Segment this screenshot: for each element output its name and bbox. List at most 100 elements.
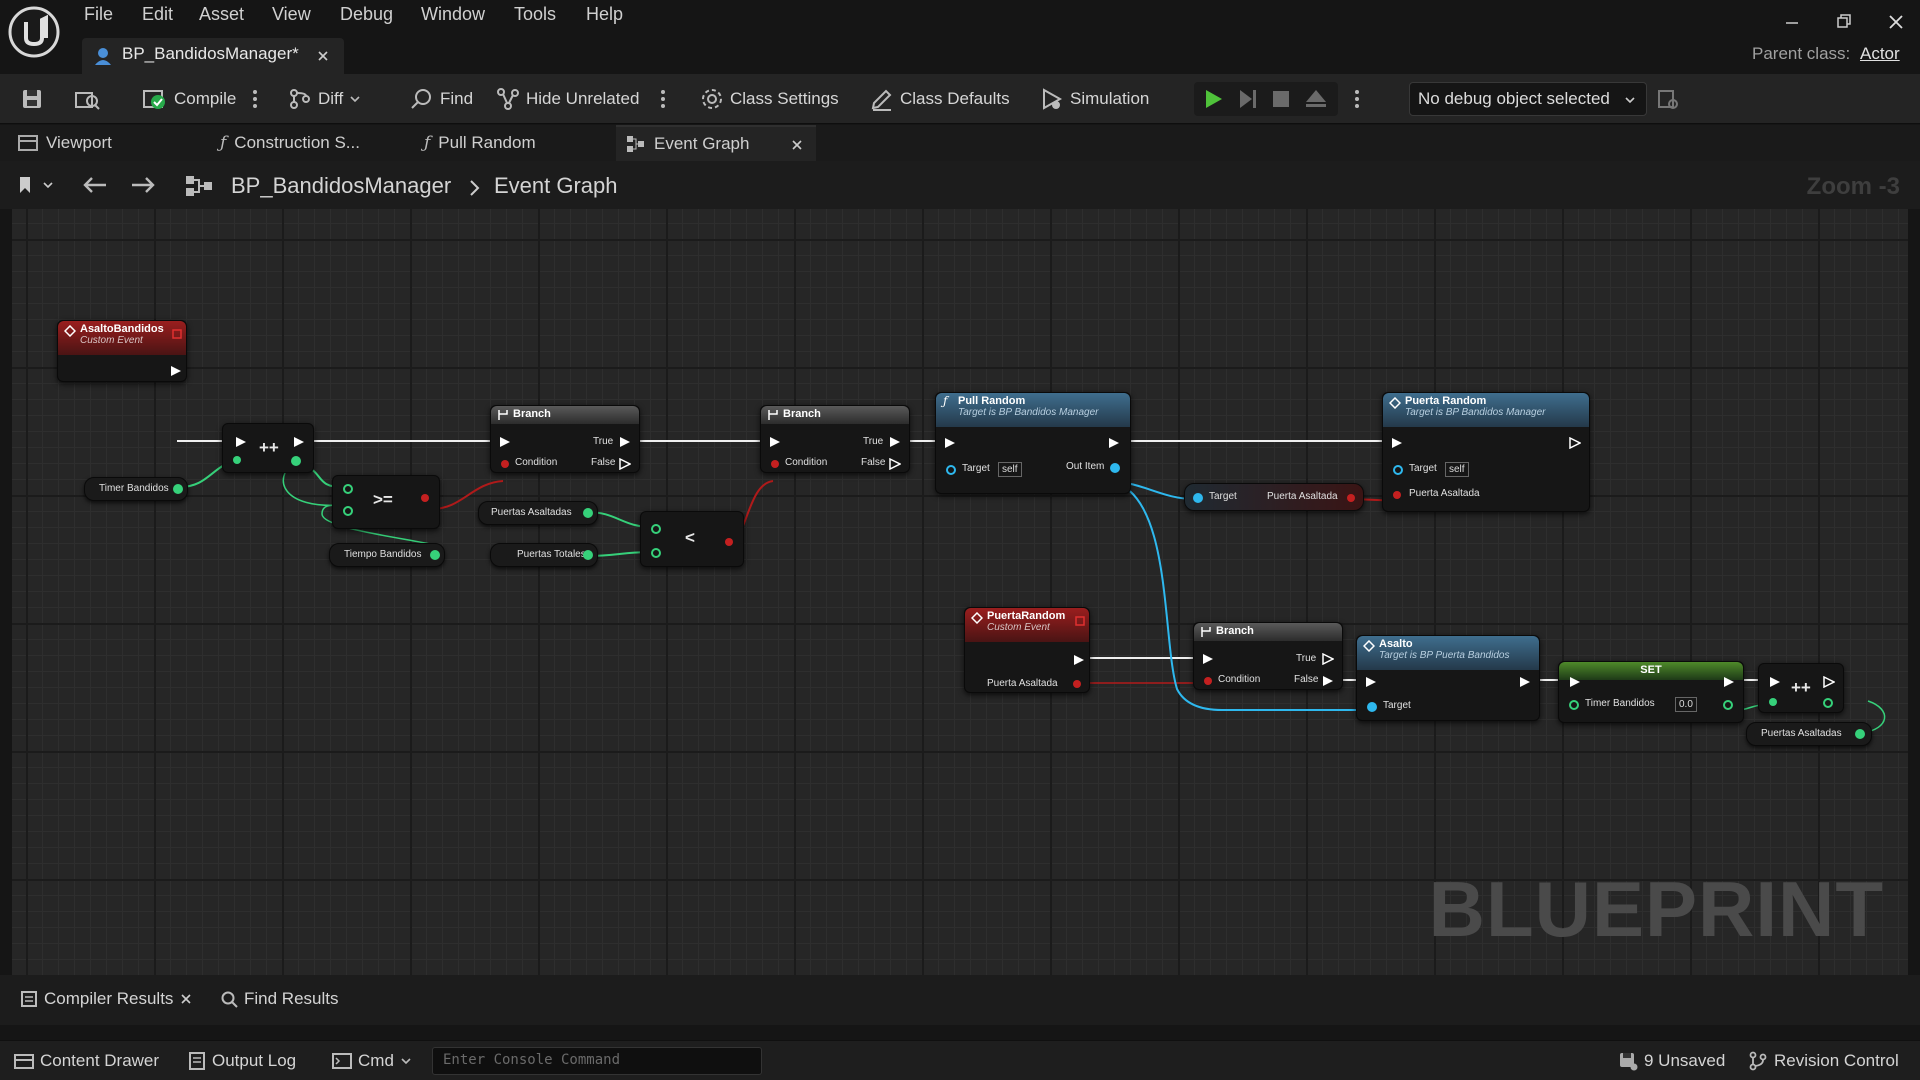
exec-out-pin[interactable] xyxy=(1073,654,1085,666)
condition-pin[interactable] xyxy=(501,460,509,468)
step-icon[interactable] xyxy=(1236,88,1260,110)
stop-icon[interactable] xyxy=(1270,89,1292,109)
close-window-icon[interactable] xyxy=(1884,10,1908,34)
pull-random-node[interactable]: ƒ Pull Random Target is BP Bandidos Mana… xyxy=(935,392,1131,494)
tab-pull-random[interactable]: ƒ Pull Random xyxy=(424,125,614,161)
exec-out-pin[interactable] xyxy=(1723,676,1735,688)
exec-out-pin[interactable] xyxy=(1519,676,1531,688)
class-settings-button[interactable]: Class Settings xyxy=(700,86,839,112)
tiempo-bandidos-getter[interactable]: Tiempo Bandidos xyxy=(329,543,445,567)
asalto-call-node[interactable]: Asalto Target is BP Puerta Bandidos Targ… xyxy=(1356,635,1540,721)
eject-icon[interactable] xyxy=(1304,88,1328,110)
puerta-random-event-node[interactable]: PuertaRandom Custom Event Puerta Asaltad… xyxy=(964,607,1090,693)
back-arrow-icon[interactable] xyxy=(82,175,108,195)
output-log-button[interactable]: Output Log xyxy=(188,1051,296,1071)
condition-pin[interactable] xyxy=(1204,677,1212,685)
float-out-pin[interactable] xyxy=(430,550,440,560)
puertas-asaltadas-getter[interactable]: Puertas Asaltadas xyxy=(478,501,598,525)
delegate-pin-icon[interactable] xyxy=(172,329,182,339)
class-defaults-button[interactable]: Class Defaults xyxy=(870,86,1010,112)
true-exec-pin[interactable] xyxy=(619,436,631,448)
content-drawer-button[interactable]: Content Drawer xyxy=(14,1051,159,1071)
find-results-tab[interactable]: Find Results xyxy=(220,989,338,1009)
puerta-asaltada-out-pin[interactable] xyxy=(1073,680,1081,688)
true-exec-pin[interactable] xyxy=(1322,653,1334,665)
restore-icon[interactable] xyxy=(1832,10,1856,34)
int-in-pin[interactable] xyxy=(1769,698,1777,706)
puerta-random-call-node[interactable]: Puerta Random Target is BP Bandidos Mana… xyxy=(1382,392,1590,512)
puertas-totales-getter[interactable]: Puertas Totales xyxy=(490,543,598,567)
condition-pin[interactable] xyxy=(771,460,779,468)
menu-tools[interactable]: Tools xyxy=(514,4,557,24)
float-in-pin[interactable] xyxy=(233,456,241,464)
float-a-pin[interactable] xyxy=(343,484,353,494)
puerta-asaltada-var-node[interactable]: Target Puerta Asaltada xyxy=(1184,483,1364,511)
exec-out-pin[interactable] xyxy=(170,365,182,377)
timer-bandidos-getter[interactable]: Timer Bandidos xyxy=(84,477,188,501)
exec-out-pin[interactable] xyxy=(1569,437,1581,449)
breadcrumb-graph[interactable]: Event Graph xyxy=(494,173,618,198)
float-out-pin[interactable] xyxy=(291,456,301,466)
find-button[interactable]: Find xyxy=(410,86,473,112)
bool-out-pin[interactable] xyxy=(421,494,429,502)
close-tab-icon[interactable] xyxy=(790,138,804,152)
exec-in-pin[interactable] xyxy=(769,436,781,448)
value-out-pin[interactable] xyxy=(1347,494,1355,502)
greater-equal-node[interactable]: >= xyxy=(332,475,440,529)
minimize-icon[interactable] xyxy=(1780,10,1804,34)
int-b-pin[interactable] xyxy=(651,548,661,558)
menu-asset[interactable]: Asset xyxy=(199,4,245,24)
self-default[interactable]: self xyxy=(1445,462,1469,477)
delegate-pin-icon[interactable] xyxy=(1075,616,1085,626)
menu-window[interactable]: Window xyxy=(421,4,486,24)
increment-node[interactable]: ++ xyxy=(222,423,314,473)
compile-button[interactable]: Compile xyxy=(142,86,236,112)
close-tab-icon[interactable] xyxy=(179,992,193,1006)
branch-1-node[interactable]: Branch True Condition False xyxy=(490,405,640,473)
asalto-bandidos-event-node[interactable]: AsaltoBandidos Custom Event xyxy=(57,320,187,382)
menu-view[interactable]: View xyxy=(272,4,311,24)
compiler-results-tab[interactable]: Compiler Results xyxy=(20,989,193,1009)
save-icon[interactable] xyxy=(20,87,44,111)
exec-in-pin[interactable] xyxy=(1769,676,1781,688)
puertas-asaltadas-getter-2[interactable]: Puertas Asaltadas xyxy=(1746,722,1872,746)
int-out-pin[interactable] xyxy=(583,508,593,518)
int-out-pin[interactable] xyxy=(1823,698,1833,708)
document-tab[interactable]: BP_BandidosManager* xyxy=(82,38,344,74)
puerta-asaltada-pin[interactable] xyxy=(1393,491,1401,499)
float-b-pin[interactable] xyxy=(343,506,353,516)
exec-in-pin[interactable] xyxy=(1569,676,1581,688)
false-exec-pin[interactable] xyxy=(889,458,901,470)
int-a-pin[interactable] xyxy=(651,524,661,534)
close-tab-icon[interactable] xyxy=(314,47,332,65)
target-pin[interactable] xyxy=(946,465,956,475)
diff-button[interactable]: Diff xyxy=(288,86,361,112)
timer-out-pin[interactable] xyxy=(1723,700,1733,710)
revision-control-button[interactable]: Revision Control xyxy=(1748,1051,1899,1071)
tab-construction-script[interactable]: ƒ Construction S... xyxy=(220,125,420,161)
exec-in-pin[interactable] xyxy=(1202,653,1214,665)
forward-arrow-icon[interactable] xyxy=(130,175,156,195)
cmd-selector[interactable]: Cmd xyxy=(332,1051,412,1071)
exec-in-pin[interactable] xyxy=(944,437,956,449)
target-pin[interactable] xyxy=(1193,493,1203,503)
self-default[interactable]: self xyxy=(998,462,1022,477)
false-exec-pin[interactable] xyxy=(619,458,631,470)
exec-out-pin[interactable] xyxy=(293,436,305,448)
set-timer-node[interactable]: SET Timer Bandidos 0.0 xyxy=(1558,661,1744,723)
menu-help[interactable]: Help xyxy=(586,4,624,24)
bool-out-pin[interactable] xyxy=(725,538,733,546)
exec-out-pin[interactable] xyxy=(1108,437,1120,449)
branch-3-node[interactable]: Branch True Condition False xyxy=(1193,622,1343,690)
branch-2-node[interactable]: Branch True Condition False xyxy=(760,405,910,473)
compile-options-icon[interactable] xyxy=(252,88,258,110)
less-than-node[interactable]: < xyxy=(640,511,744,567)
graph-canvas[interactable]: AsaltoBandidos Custom Event Timer Bandid… xyxy=(12,209,1908,975)
timer-in-pin[interactable] xyxy=(1569,700,1579,710)
target-pin[interactable] xyxy=(1367,702,1377,712)
timer-value-input[interactable]: 0.0 xyxy=(1675,697,1697,712)
exec-out-pin[interactable] xyxy=(1823,676,1835,688)
exec-in-pin[interactable] xyxy=(235,436,247,448)
int-out-pin[interactable] xyxy=(583,550,593,560)
int-out-pin[interactable] xyxy=(1855,729,1865,739)
